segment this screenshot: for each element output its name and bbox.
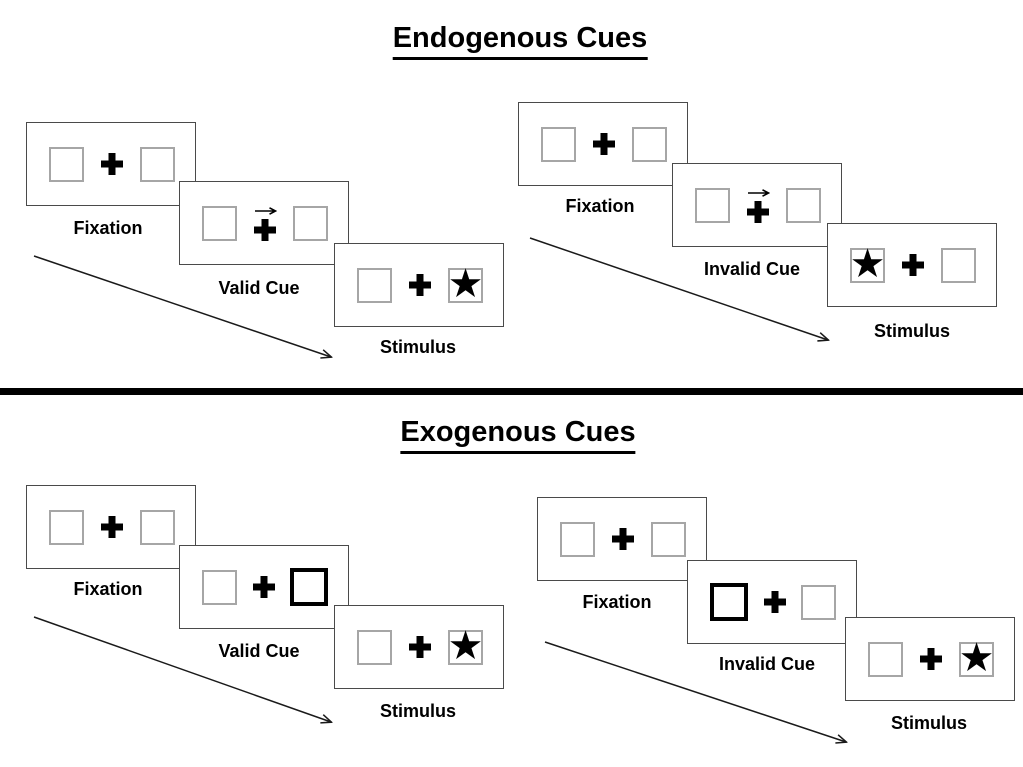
fixation-cross-icon: [920, 648, 942, 670]
stimulus-card: ★: [845, 617, 1015, 701]
card-center: [254, 206, 277, 241]
left-box: [357, 629, 392, 665]
card-label: Valid Cue: [218, 278, 300, 298]
card-center: [920, 648, 942, 670]
card-label: Invalid Cue: [703, 259, 801, 279]
fixation-cross-icon: [593, 133, 615, 155]
stimulus-card: ★: [334, 243, 504, 327]
section-divider: [0, 388, 1023, 395]
card-label: Stimulus: [379, 337, 457, 357]
cue-box: [290, 568, 328, 606]
right-box: [293, 205, 328, 241]
card-center: [252, 576, 275, 598]
invalid-cue-card: [672, 163, 842, 247]
fixation-cross-icon: [902, 254, 924, 276]
card-center: [763, 591, 786, 613]
star-stimulus-icon: ★: [958, 635, 995, 681]
section-title-endogenous: Endogenous Cues: [392, 22, 648, 61]
right-box: [632, 126, 667, 162]
right-box: [140, 146, 175, 182]
valid-cue-card: [179, 181, 349, 265]
timeline-arrow-endogenous-valid: [33, 255, 331, 357]
left-box: [202, 569, 237, 605]
left-box: [560, 521, 595, 557]
star-stimulus-icon: ★: [447, 623, 484, 669]
left-box: [49, 146, 84, 182]
section-title-exogenous: Exogenous Cues: [400, 416, 636, 455]
star-stimulus-icon: ★: [447, 261, 484, 307]
right-box: [801, 584, 836, 620]
cue-arrow-right-icon: [747, 188, 770, 197]
right-box: [651, 521, 686, 557]
card-label: Stimulus: [890, 713, 968, 733]
fixation-card: [26, 122, 196, 206]
fixation-cross-icon: [612, 528, 634, 550]
card-label: Fixation: [73, 579, 143, 599]
card-label: Stimulus: [379, 701, 457, 721]
left-box: [357, 267, 392, 303]
card-center: [101, 516, 123, 538]
timeline-arrow-exogenous-valid: [33, 616, 331, 722]
timeline-arrow-endogenous-invalid: [529, 237, 828, 340]
star-box: ★: [447, 261, 484, 307]
card-label: Invalid Cue: [718, 654, 816, 674]
right-box: [786, 187, 821, 223]
fixation-cross-icon: [101, 153, 123, 175]
card-label: Fixation: [565, 196, 635, 216]
star-box: ★: [958, 635, 995, 681]
invalid-cue-card: [687, 560, 857, 644]
cue-box: [710, 583, 748, 621]
card-label: Stimulus: [873, 321, 951, 341]
card-label: Valid Cue: [218, 641, 300, 661]
fixation-card: [537, 497, 707, 581]
card-center: [747, 188, 770, 223]
left-box: [541, 126, 576, 162]
star-box: ★: [849, 241, 886, 287]
star-box: ★: [447, 623, 484, 669]
fixation-cross-icon: [409, 274, 431, 296]
star-stimulus-icon: ★: [849, 241, 886, 287]
card-label: Fixation: [582, 592, 652, 612]
fixation-cross-icon: [747, 200, 769, 223]
card-center: [612, 528, 634, 550]
cue-arrow-right-icon: [254, 206, 277, 215]
fixation-cross-icon: [101, 516, 123, 538]
stimulus-card: ★: [334, 605, 504, 689]
stimulus-card: ★: [827, 223, 997, 307]
left-box: [49, 509, 84, 545]
card-label: Fixation: [73, 218, 143, 238]
right-box: [140, 509, 175, 545]
right-box: [941, 247, 976, 283]
card-center: [409, 636, 431, 658]
fixation-cross-icon: [409, 636, 431, 658]
valid-cue-card: [179, 545, 349, 629]
fixation-cross-icon: [254, 218, 276, 241]
card-center: [101, 153, 123, 175]
left-box: [202, 205, 237, 241]
fixation-cross-icon: [252, 576, 275, 598]
card-center: [409, 274, 431, 296]
left-box: [868, 641, 903, 677]
fixation-card: [518, 102, 688, 186]
card-center: [902, 254, 924, 276]
fixation-card: [26, 485, 196, 569]
left-box: [695, 187, 730, 223]
card-center: [593, 133, 615, 155]
fixation-cross-icon: [763, 591, 786, 613]
